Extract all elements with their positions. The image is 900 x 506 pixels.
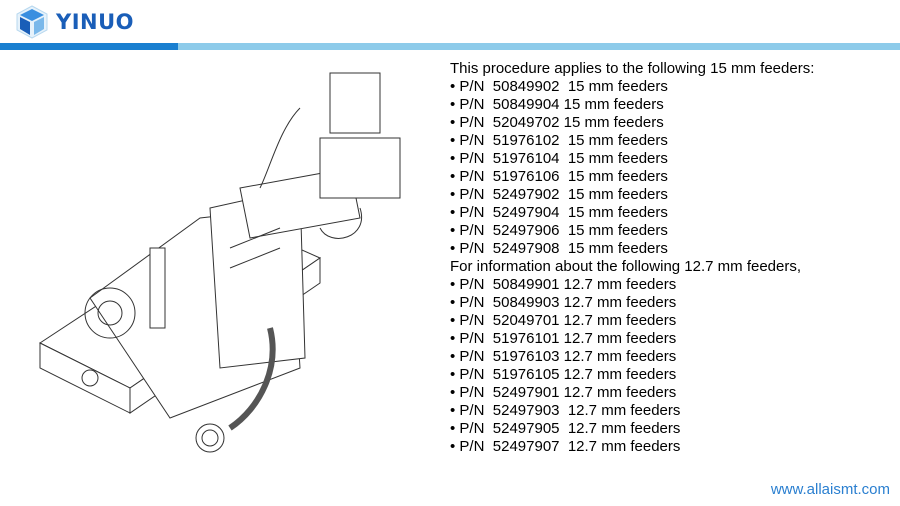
list-item: • P/N 52497906 15 mm feeders (450, 222, 668, 239)
list-item: • P/N 51976104 15 mm feeders (450, 150, 668, 167)
list-item: • P/N 52497903 12.7 mm feeders (450, 402, 681, 419)
brand-logo: YINUO (16, 5, 134, 39)
cube-logo-icon (16, 5, 48, 39)
list-item: • P/N 52049702 15 mm feeders (450, 114, 664, 131)
list-item: • P/N 50849904 15 mm feeders (450, 96, 664, 113)
list-item: • P/N 52497905 12.7 mm feeders (450, 420, 681, 437)
intro-15mm: This procedure applies to the following … (450, 60, 815, 77)
header-bar-light (178, 43, 900, 50)
list-item: • P/N 50849901 12.7 mm feeders (450, 276, 677, 293)
list-item: • P/N 50849902 15 mm feeders (450, 78, 668, 95)
list-item: • P/N 52497907 12.7 mm feeders (450, 438, 681, 455)
list-item: • P/N 51976103 12.7 mm feeders (450, 348, 677, 365)
header-bar-dark (0, 43, 178, 50)
intro-12-7mm: For information about the following 12.7… (450, 258, 802, 275)
feeder-illustration (39, 72, 401, 453)
brand-name: YINUO (56, 10, 134, 34)
list-item: • P/N 52049701 12.7 mm feeders (450, 312, 677, 329)
website-link[interactable]: www.allaismt.com (770, 481, 890, 498)
list-item: • P/N 52497904 15 mm feeders (450, 204, 668, 221)
feeder-list: This procedure applies to the following … (450, 60, 814, 456)
list-item: • P/N 50849903 12.7 mm feeders (450, 294, 677, 311)
list-item: • P/N 51976106 15 mm feeders (450, 168, 668, 185)
list-item: • P/N 52497908 15 mm feeders (450, 240, 668, 257)
list-item: • P/N 52497902 15 mm feeders (450, 186, 668, 203)
list-item: • P/N 51976101 12.7 mm feeders (450, 330, 677, 347)
list-item: • P/N 51976105 12.7 mm feeders (450, 366, 677, 383)
list-item: • P/N 52497901 12.7 mm feeders (450, 384, 677, 401)
list-item: • P/N 51976102 15 mm feeders (450, 132, 668, 149)
